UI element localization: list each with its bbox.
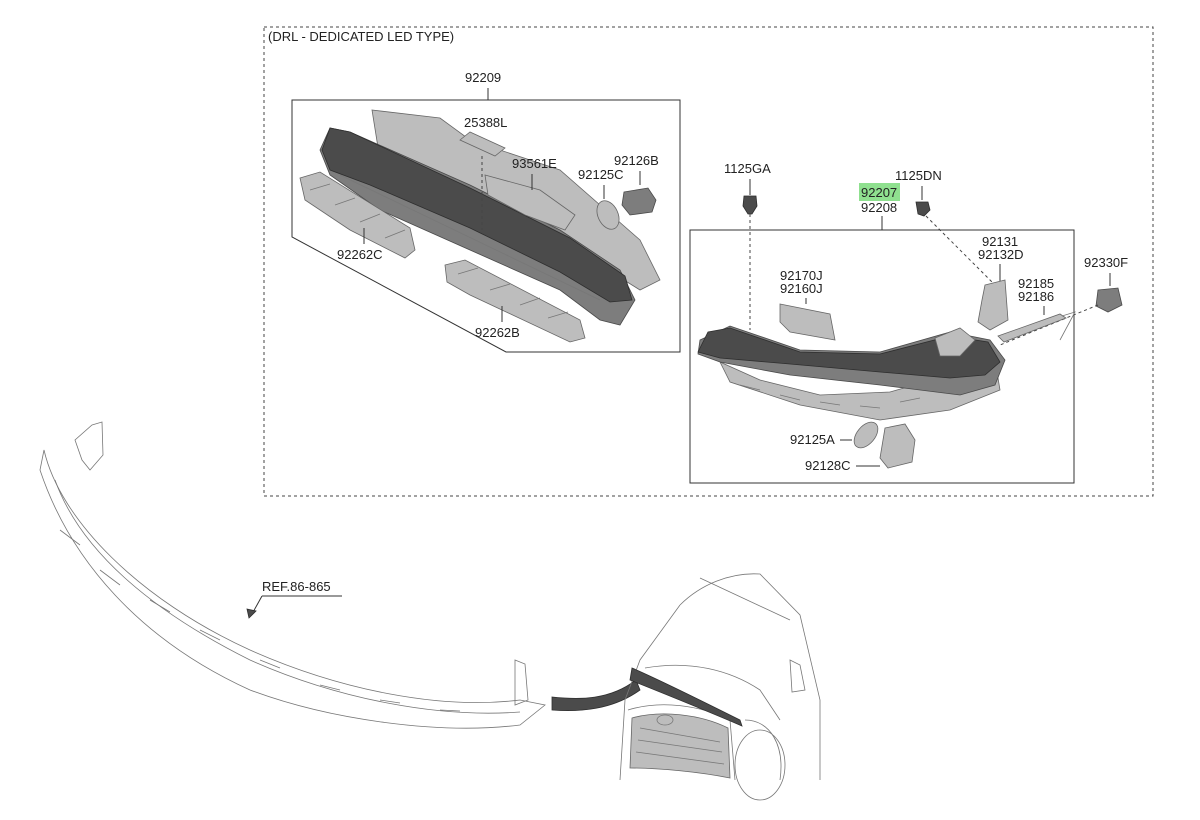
label-1125DN[interactable]: 1125DN bbox=[895, 168, 942, 183]
label-93561E[interactable]: 93561E bbox=[512, 156, 557, 171]
label-92128C[interactable]: 92128C bbox=[805, 458, 851, 473]
label-1125GA[interactable]: 1125GA bbox=[724, 161, 771, 176]
label-92185[interactable]: 92185 bbox=[1018, 276, 1054, 291]
label-92132D[interactable]: 92132D bbox=[978, 247, 1024, 262]
part-92131[interactable] bbox=[977, 279, 1009, 331]
label-92207[interactable]: 92207 bbox=[861, 185, 897, 200]
label-92131[interactable]: 92131 bbox=[982, 234, 1018, 249]
part-92125A[interactable] bbox=[849, 418, 882, 453]
label-ref-86-865[interactable]: REF.86-865 bbox=[262, 579, 331, 594]
label-92208[interactable]: 92208 bbox=[861, 200, 897, 215]
label-92262B[interactable]: 92262B bbox=[475, 325, 520, 340]
part-92170J[interactable] bbox=[779, 303, 836, 341]
label-92125A[interactable]: 92125A bbox=[790, 432, 835, 447]
section-title: (DRL - DEDICATED LED TYPE) bbox=[268, 29, 454, 44]
bumper-reference-illustration bbox=[39, 421, 546, 729]
assembly-box-right bbox=[689, 229, 1075, 484]
label-92170J[interactable]: 92170J bbox=[780, 268, 823, 283]
part-92125C[interactable] bbox=[593, 197, 624, 233]
vehicle-front-illustration bbox=[619, 573, 821, 801]
pointer-arrow bbox=[551, 679, 641, 712]
label-92126B[interactable]: 92126B bbox=[614, 153, 659, 168]
drl-lamp-left-illustration bbox=[299, 109, 661, 343]
label-92262C[interactable]: 92262C bbox=[337, 247, 383, 262]
drl-lamp-right-illustration bbox=[697, 325, 1006, 421]
label-92186[interactable]: 92186 bbox=[1018, 289, 1054, 304]
drl-section-frame bbox=[263, 26, 1154, 497]
label-92125C[interactable]: 92125C bbox=[578, 167, 624, 182]
part-92126B[interactable] bbox=[621, 187, 657, 216]
part-1125DN[interactable] bbox=[915, 201, 931, 217]
label-92330F[interactable]: 92330F bbox=[1084, 255, 1128, 270]
part-25388L[interactable] bbox=[459, 131, 506, 157]
part-1125GA[interactable] bbox=[742, 195, 758, 215]
label-92160J[interactable]: 92160J bbox=[780, 281, 823, 296]
assembly-box-left bbox=[291, 99, 681, 353]
part-92330F[interactable] bbox=[1095, 287, 1123, 313]
part-92185[interactable] bbox=[997, 313, 1067, 343]
highlight-92207 bbox=[859, 183, 900, 201]
label-25388L[interactable]: 25388L bbox=[464, 115, 507, 130]
label-92209[interactable]: 92209 bbox=[465, 70, 501, 85]
part-92128C[interactable] bbox=[879, 423, 916, 469]
